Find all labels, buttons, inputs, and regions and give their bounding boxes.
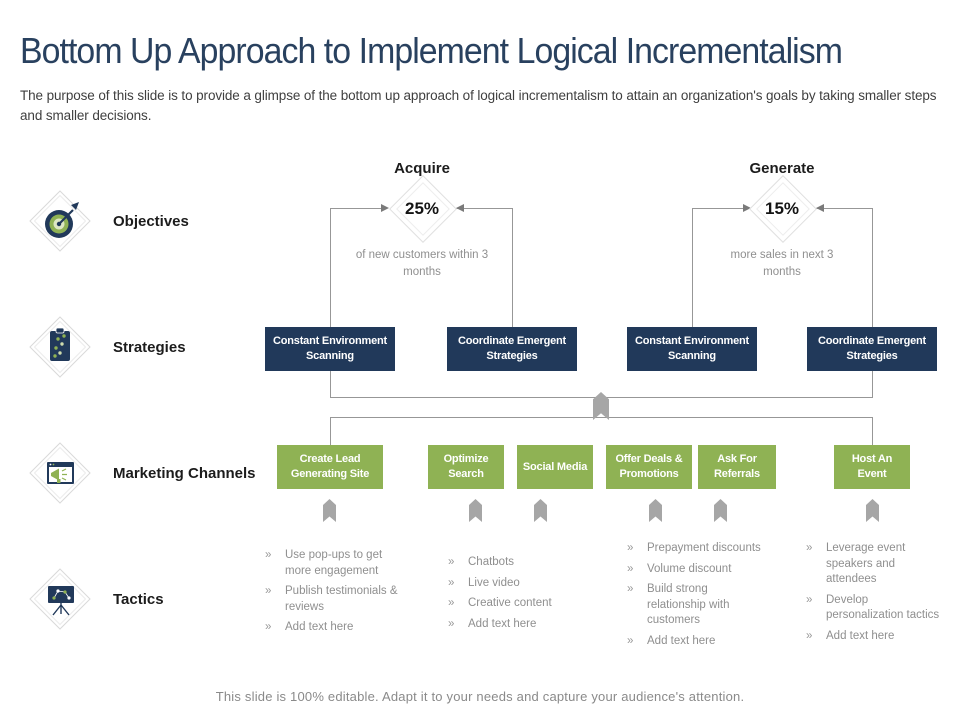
connector-line [330, 371, 331, 397]
up-arrow-icon [649, 499, 662, 522]
up-arrow-icon [534, 499, 547, 522]
connector-line [512, 208, 513, 327]
connector-line [872, 208, 873, 327]
arrowhead-right-icon [743, 204, 751, 212]
connector-line [872, 371, 873, 397]
list-item: » Add text here [806, 629, 942, 645]
tactic-text: Volume discount [647, 562, 732, 575]
tactics-board-icon [28, 567, 92, 631]
channel-box: Host An Event [834, 445, 910, 489]
editable-note: This slide is 100% editable. Adapt it to… [215, 689, 745, 704]
list-item: » Prepayment discounts [627, 541, 767, 557]
row-label-objectives: Objectives [113, 213, 189, 230]
strategy-box: Coordinate Emergent Strategies [447, 327, 577, 371]
chevron-bullet: » [448, 597, 455, 610]
chevron-bullet: » [448, 617, 455, 630]
strategy-box: Constant Environment Scanning [265, 327, 395, 371]
chevron-bullet: » [806, 629, 813, 642]
chevron-bullet: » [627, 634, 634, 647]
tactic-text: Add text here [647, 634, 716, 647]
list-item: » Add text here [265, 620, 405, 636]
chevron-bullet: » [265, 621, 272, 634]
channel-box: Offer Deals & Promotions [606, 445, 692, 489]
chevron-bullet: » [448, 576, 455, 589]
acquire-caption: of new customers within 3 months [355, 249, 489, 279]
chevron-bullet: » [627, 583, 634, 596]
row-label-marketing-channels: Marketing Channels [113, 465, 256, 482]
chevron-bullet: » [627, 542, 634, 554]
row-label-tactics: Tactics [113, 591, 164, 608]
megaphone-browser-icon [28, 441, 92, 505]
list-item: » Leverage event speakers and attendees [806, 541, 942, 588]
up-arrow-icon [469, 499, 482, 522]
tactic-text: Add text here [468, 617, 537, 630]
connector-line [456, 208, 512, 209]
generate-caption: more sales in next 3 months [730, 249, 834, 279]
tactic-text: Creative content [468, 597, 552, 610]
strategy-box: Coordinate Emergent Strategies [807, 327, 937, 371]
tactic-text: Use pop-ups to get more engagement [285, 549, 383, 577]
arrowhead-right-icon [381, 204, 389, 212]
channel-box: Social Media [517, 445, 593, 489]
chevron-bullet: » [448, 556, 455, 568]
acquire-percent: 25% [404, 199, 440, 218]
list-item: » Live video [448, 576, 588, 592]
generate-heading: Generate [749, 160, 815, 177]
page-subtitle: The purpose of this slide is to provide … [20, 88, 937, 123]
up-arrow-icon [323, 499, 336, 522]
tactics-list-2: » Chatbots » Live video » Creative conte… [448, 555, 588, 637]
list-item: » Use pop-ups to get more engagement [265, 548, 405, 579]
list-item: » Build strong relationship with custome… [627, 582, 767, 629]
connector-line [330, 417, 873, 418]
page-title: Bottom Up Approach to Implement Logical … [20, 30, 843, 71]
list-item: » Chatbots [448, 555, 588, 571]
arrowhead-left-icon [816, 204, 824, 212]
tactic-text: Publish testimonials & reviews [285, 585, 398, 613]
tactic-text: Add text here [826, 629, 895, 642]
connector-line [330, 208, 387, 209]
tactic-text: Build strong relationship with customers [647, 583, 730, 627]
strategy-path-icon [28, 315, 92, 379]
strategy-box: Constant Environment Scanning [627, 327, 757, 371]
connector-line [872, 417, 873, 445]
tactics-list-4: » Leverage event speakers and attendees … [806, 541, 942, 649]
up-arrow-icon [714, 499, 727, 522]
channel-box: Optimize Search [428, 445, 504, 489]
tactic-text: Chatbots [468, 556, 515, 568]
connector-line [692, 208, 749, 209]
tactic-text: Prepayment discounts [647, 542, 761, 554]
tactic-text: Develop personalization tactics [826, 593, 940, 622]
list-item: » Develop personalization tactics [806, 593, 942, 624]
row-label-strategies: Strategies [113, 339, 186, 356]
up-arrow-icon [866, 499, 879, 522]
tactics-list-3: » Prepayment discounts » Volume discount… [627, 541, 767, 654]
target-dart-icon [28, 189, 92, 253]
connector-line [816, 208, 872, 209]
tactic-text: Leverage event speakers and attendees [826, 542, 906, 586]
acquire-heading: Acquire [394, 160, 450, 177]
tactic-text: Add text here [285, 621, 354, 634]
generate-percent: 15% [764, 199, 800, 218]
list-item: » Add text here [448, 617, 588, 633]
list-item: » Volume discount [627, 562, 767, 578]
up-arrow-icon [593, 392, 609, 420]
list-item: » Creative content [448, 596, 588, 612]
channel-box: Create Lead Generating Site [277, 445, 383, 489]
channel-box: Ask For Referrals [698, 445, 776, 489]
list-item: » Add text here [627, 634, 767, 650]
chevron-bullet: » [265, 585, 272, 598]
chevron-bullet: » [806, 593, 813, 606]
tactic-text: Live video [468, 576, 520, 589]
chevron-bullet: » [806, 542, 813, 554]
tactics-list-1: » Use pop-ups to get more engagement » P… [265, 548, 405, 641]
chevron-bullet: » [265, 549, 272, 561]
list-item: » Publish testimonials & reviews [265, 584, 405, 615]
connector-line [330, 208, 331, 327]
chevron-bullet: » [627, 562, 634, 575]
arrowhead-left-icon [456, 204, 464, 212]
connector-line [330, 417, 331, 445]
connector-line [692, 208, 693, 327]
